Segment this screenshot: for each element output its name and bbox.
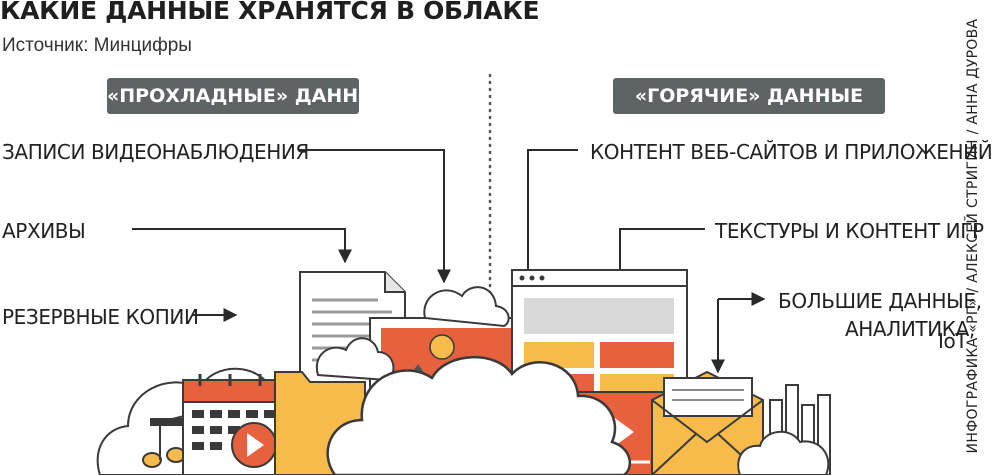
arrow-archives bbox=[132, 228, 352, 264]
label-archives: АРХИВЫ bbox=[2, 219, 86, 243]
arrow-web bbox=[521, 149, 578, 286]
cloud-icon bbox=[423, 286, 510, 328]
source-note: Источник: Минцифры bbox=[2, 35, 192, 56]
cloud-icon bbox=[326, 355, 632, 475]
label-iot: IoT bbox=[938, 329, 968, 353]
envelope-icon bbox=[651, 370, 764, 475]
page-title: КАКИЕ ДАННЫЕ ХРАНЯТСЯ В ОБЛАКЕ bbox=[0, 0, 540, 25]
label-big-data: БОЛЬШИЕ ДАННЫЕ, bbox=[778, 289, 982, 313]
label-video-surveillance: ЗАПИСИ ВИДЕОНАБЛЮДЕНИЯ bbox=[2, 140, 309, 164]
cloud-icon bbox=[315, 337, 395, 382]
cloud-icon bbox=[737, 431, 830, 475]
label-analytics: АНАЛИТИКА, bbox=[845, 317, 975, 341]
play-icon bbox=[231, 422, 277, 468]
hot-data-heading: «ГОРЯЧИЕ» ДАННЫЕ bbox=[613, 78, 885, 114]
label-game-content: ТЕКСТУРЫ И КОНТЕНТ ИГР bbox=[715, 219, 984, 243]
arrow-video bbox=[298, 149, 451, 284]
label-web-content: КОНТЕНТ ВЕБ-САЙТОВ И ПРИЛОЖЕНИЙ bbox=[590, 140, 993, 164]
cold-data-heading: «ПРОХЛАДНЫЕ» ДАННЫЕ bbox=[107, 78, 391, 114]
label-backups: РЕЗЕРВНЫЕ КОПИИ bbox=[2, 305, 199, 329]
